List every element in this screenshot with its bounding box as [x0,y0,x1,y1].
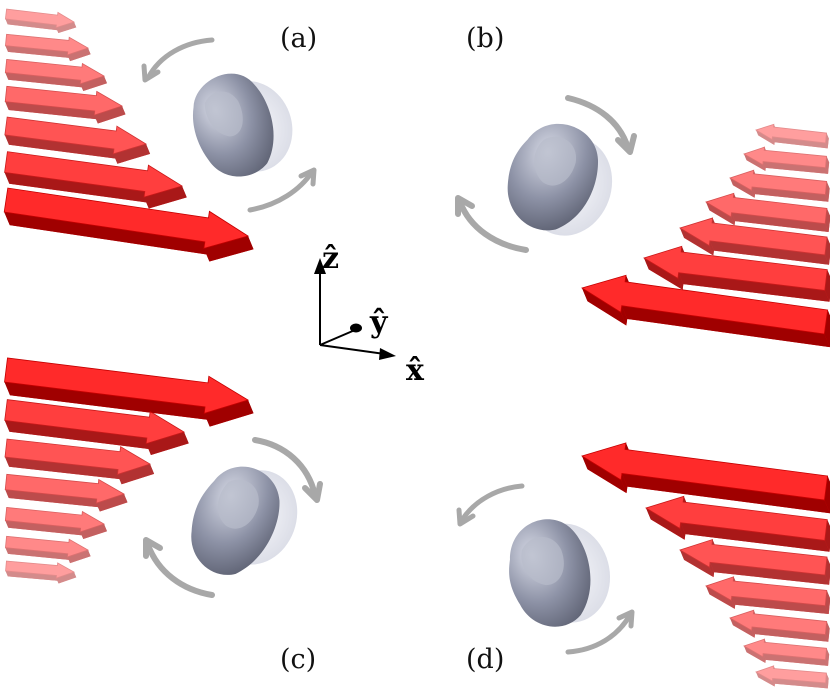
flow-a-arrow-6 [3,187,254,262]
flow-b-arrow-2 [729,169,830,202]
flow-a-arrow-5 [4,151,187,209]
rotation-arrow-panel-a [141,37,317,213]
x-axis-label: x̂ [406,353,425,388]
rotation-arrow-panel-c [143,437,323,598]
flow-a-arrow-0 [4,8,77,33]
panel-label-d: (d) [466,644,504,675]
z-axis-label: ẑ [322,241,339,276]
flow-d-arrow-1 [645,495,830,552]
flow-d-arrow-6 [755,665,829,689]
rotation-arrow-panel-d [456,483,635,655]
particle-panel-d [509,519,611,627]
flow-a-arrow-2 [4,58,107,92]
flow-b-arrow-0 [755,123,829,149]
flow-c-arrow-4 [4,506,107,540]
flow-c-arrow-3 [4,473,128,512]
particle-panel-b [507,123,613,236]
y-axis-label: ŷ [369,305,389,340]
particle-panel-c [191,466,298,575]
panel-label-b: (b) [466,23,504,54]
flow-arrows-panel-c [4,357,254,584]
flow-b-arrow-1 [743,146,830,174]
flow-c-arrow-5 [5,535,91,564]
flow-d-arrow-3 [705,576,830,615]
flow-c-arrow-1 [4,399,189,455]
flow-b-arrow-3 [705,192,830,233]
flow-d-arrow-4 [729,609,830,642]
flow-a-arrow-3 [4,85,126,124]
flow-arrows-panel-a [3,8,254,262]
flow-a-arrow-4 [4,116,151,164]
flow-arrows-panel-b [581,123,830,348]
flow-c-arrow-6 [5,560,77,584]
coordinate-axes [314,258,396,360]
panel-label-c: (c) [280,644,316,675]
flow-a-arrow-1 [5,33,91,62]
flow-d-arrow-0 [581,442,830,514]
flow-arrows-panel-d [581,442,830,689]
flow-b-arrow-5 [643,245,830,302]
particle-panel-a [192,73,293,177]
flow-b-arrow-6 [581,274,830,348]
flow-b-arrow-4 [679,217,830,265]
flow-c-arrow-2 [4,438,155,485]
flow-d-arrow-5 [743,638,830,666]
flow-d-arrow-2 [679,538,830,585]
panel-label-a: (a) [280,23,317,54]
flow-c-arrow-0 [4,357,254,427]
rotation-arrow-panel-b [455,95,637,253]
